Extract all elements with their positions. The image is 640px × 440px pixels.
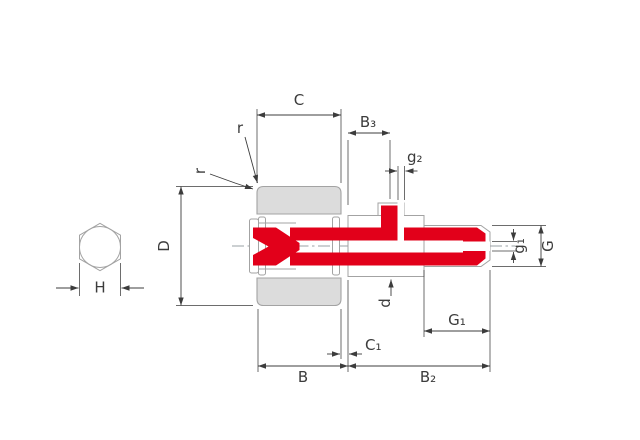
dim-label-r-top: r <box>237 119 244 137</box>
dim-label-B2: B₂ <box>420 368 436 386</box>
dimensions: C r r B₃ g₂ D d g₁ G <box>155 91 557 386</box>
dim-label-C: C <box>294 91 304 109</box>
chamfer-circle <box>79 226 121 268</box>
dim-label-H: H <box>94 279 105 297</box>
leader-r-top <box>244 136 259 184</box>
stud-head-section <box>253 227 300 266</box>
dim-label-B3: B₃ <box>360 113 376 131</box>
dim-label-g2: g₂ <box>407 148 423 166</box>
dim-label-G: G <box>539 240 557 252</box>
dim-label-d: d <box>376 298 394 308</box>
hexagon-outline <box>79 222 121 272</box>
axial-grease-hole-end <box>463 241 490 251</box>
grease-boss-section <box>381 205 398 241</box>
dim-label-C1: C₁ <box>365 336 382 354</box>
dim-label-r-side: r <box>191 167 209 174</box>
dim-label-g1: g₁ <box>510 238 528 254</box>
dim-label-G1: G₁ <box>448 311 466 329</box>
outer-ring-bottom <box>256 277 342 307</box>
stud-section-lower <box>290 252 463 266</box>
stud-section-upper <box>290 227 463 241</box>
hex-socket-view: H <box>56 222 144 297</box>
outer-ring-top <box>256 185 342 215</box>
leader-r-side <box>209 173 254 190</box>
dim-label-B: B <box>298 368 308 386</box>
side-plate-right <box>332 216 340 276</box>
radial-grease-hole <box>397 202 404 241</box>
dim-label-D: D <box>155 240 173 252</box>
side-plate-left <box>258 216 266 276</box>
cross-section-view <box>249 185 491 307</box>
